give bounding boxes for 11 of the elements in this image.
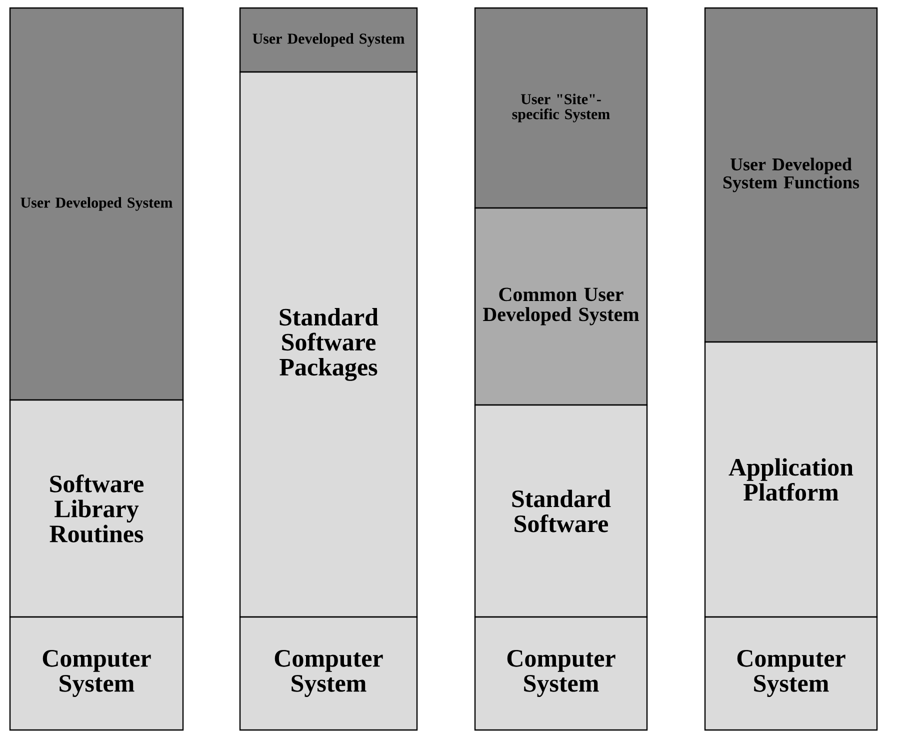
layer-box: Computer System bbox=[474, 616, 648, 731]
layer-box: Common User Developed System bbox=[474, 207, 648, 406]
layer-box: Computer System bbox=[9, 616, 184, 731]
layer-box: Computer System bbox=[704, 616, 878, 731]
layer-box: User Developed System Functions bbox=[704, 7, 878, 343]
layer-box: User Developed System bbox=[9, 7, 184, 401]
layer-box: User "Site"-specific System bbox=[474, 7, 648, 209]
layer-box: User Developed System bbox=[239, 7, 418, 73]
layer-box: Standard Software bbox=[474, 404, 648, 618]
layer-box: Software Library Routines bbox=[9, 399, 184, 618]
layer-box: Computer System bbox=[239, 616, 418, 731]
